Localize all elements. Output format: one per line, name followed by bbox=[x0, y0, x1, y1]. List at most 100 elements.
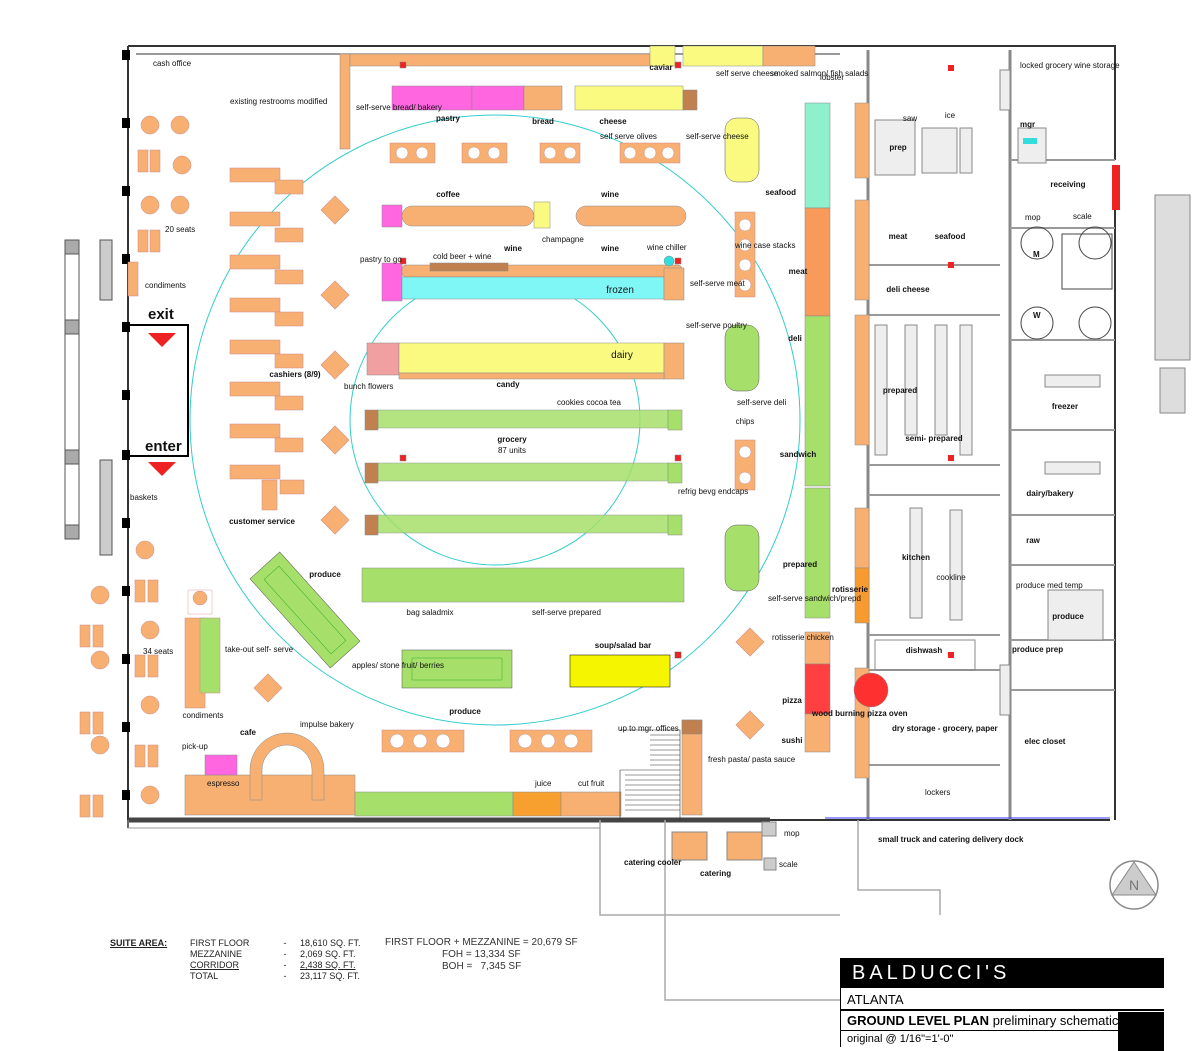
label-self-serve-prepared: self-serve prepared bbox=[532, 608, 601, 617]
label-sushi: sushi bbox=[782, 736, 803, 745]
label-restroom-m: M bbox=[1033, 250, 1040, 259]
label-mgr: mgr bbox=[1020, 120, 1035, 129]
office-stairs bbox=[619, 729, 681, 820]
plan-title-rest: preliminary schematic bbox=[992, 1013, 1119, 1028]
label-bread: bread bbox=[532, 117, 554, 126]
label-espresso: espresso bbox=[207, 779, 240, 788]
suite-area-value: 2,438 SQ. FT. bbox=[300, 960, 356, 970]
suite-area-heading: SUITE AREA: bbox=[110, 938, 168, 948]
label-caviar: caviar bbox=[649, 63, 672, 72]
label-juice: juice bbox=[534, 779, 552, 788]
suite-area-name: FIRST FLOOR bbox=[190, 938, 250, 948]
suite-area-row: SUITE AREA: FIRST FLOOR - 18,610 SQ. FT. bbox=[110, 938, 390, 949]
label-bag-saladmix: bag saladmix bbox=[406, 608, 453, 617]
title-block: BALDUCCI'S ATLANTA GROUND LEVEL PLAN pre… bbox=[840, 958, 1164, 1047]
label-deli-cheese: deli cheese bbox=[886, 285, 930, 294]
label-grocery: grocery bbox=[497, 435, 527, 444]
label-cafe: cafe bbox=[240, 728, 257, 737]
back-counters bbox=[339, 45, 816, 150]
label-candy: candy bbox=[496, 380, 520, 389]
label-apples: apples/ stone fruit/ berries bbox=[352, 661, 444, 670]
label-kitchen: kitchen bbox=[902, 553, 930, 562]
label-bunch-flowers: bunch flowers bbox=[344, 382, 393, 391]
label-prepared-case: prepared bbox=[783, 560, 817, 569]
label-cheese: cheese bbox=[599, 117, 627, 126]
label-cold-beer-wine: cold beer + wine bbox=[433, 252, 492, 261]
label-condiments-2: condiments bbox=[183, 711, 224, 720]
label-produce-left: produce bbox=[309, 570, 341, 579]
label-enter: enter bbox=[145, 438, 182, 455]
label-impulse-bakery: impulse bakery bbox=[300, 720, 354, 729]
label-pastry: pastry bbox=[436, 114, 461, 123]
suite-area-name: TOTAL bbox=[190, 971, 219, 981]
table-tops bbox=[389, 146, 752, 749]
label-cut-fruit: cut fruit bbox=[578, 779, 605, 788]
cashier-stations bbox=[229, 167, 305, 511]
label-north: N bbox=[1129, 877, 1139, 893]
label-exit: exit bbox=[148, 306, 174, 323]
boh-fixtures bbox=[671, 69, 1191, 871]
suite-area-row: CORRIDOR - 2,438 SQ. FT. bbox=[110, 960, 390, 971]
grocery-aisles bbox=[361, 409, 685, 603]
label-catering-cooler: catering cooler bbox=[624, 858, 681, 867]
label-take-out: take-out self- serve bbox=[225, 645, 294, 654]
label-ice: ice bbox=[945, 111, 956, 120]
label-champagne: champagne bbox=[542, 235, 584, 244]
plan-labels: cash office existing restrooms modified … bbox=[130, 59, 1139, 893]
label-rotisserie: rotisserie bbox=[832, 585, 869, 594]
produce-tables bbox=[249, 551, 682, 689]
suite-area-row: TOTAL - 23,117 SQ. FT. bbox=[110, 971, 390, 982]
plan-scale: original @ 1/16"=1'-0" bbox=[840, 1030, 1164, 1047]
label-raw: raw bbox=[1026, 536, 1041, 545]
summary-line: BOH = 7,345 SF bbox=[442, 961, 522, 972]
label-smoked-salmon: smoked salmon/ fish salads bbox=[770, 69, 868, 78]
label-twenty-seats: 20 seats bbox=[165, 225, 195, 234]
label-condiments: condiments bbox=[145, 281, 186, 290]
label-locked-grocery: locked grocery wine storage bbox=[1020, 61, 1120, 70]
label-receiving: receiving bbox=[1050, 180, 1085, 189]
label-coffee: coffee bbox=[436, 190, 460, 199]
plan-title-bold: GROUND LEVEL PLAN bbox=[847, 1013, 990, 1028]
label-pick-up: pick-up bbox=[182, 742, 208, 751]
suite-area-value: 2,069 SQ. FT. bbox=[300, 949, 356, 959]
label-meat-room: meat bbox=[889, 232, 908, 241]
label-fresh-pasta: fresh pasta/ pasta sauce bbox=[708, 755, 796, 764]
label-self-serve-cheese: self serve cheese bbox=[716, 69, 779, 78]
suite-area-value: 18,610 SQ. FT. bbox=[300, 938, 361, 948]
label-mop-bottom: mop bbox=[784, 829, 800, 838]
label-catering: catering bbox=[700, 869, 731, 878]
exit-arrow bbox=[148, 333, 176, 347]
label-saw: saw bbox=[903, 114, 917, 123]
label-up-to-mgr: up to mgr. offices bbox=[618, 724, 679, 733]
label-cookies: cookies cocoa tea bbox=[557, 398, 622, 407]
suite-area-dash: - bbox=[283, 949, 287, 959]
label-mop-top: mop bbox=[1025, 213, 1041, 222]
label-produce-back: produce bbox=[1052, 612, 1084, 621]
label-soup-salad-bar: soup/salad bar bbox=[595, 641, 651, 650]
label-self-serve-cheese-2: self-serve cheese bbox=[686, 132, 749, 141]
diamond-displays bbox=[253, 195, 765, 740]
label-wine-case-stacks: wine case stacks bbox=[734, 241, 795, 250]
label-dishwash: dishwash bbox=[906, 646, 943, 655]
summary-line: FOH = 13,334 SF bbox=[442, 949, 521, 960]
label-self-serve-meat: self-serve meat bbox=[690, 279, 745, 288]
label-baskets: baskets bbox=[130, 493, 158, 502]
label-deli-case: deli bbox=[788, 334, 802, 343]
label-pizza: pizza bbox=[782, 696, 802, 705]
label-restroom-w: W bbox=[1033, 311, 1041, 320]
label-freezer: freezer bbox=[1052, 402, 1078, 411]
suite-area-name: MEZZANINE bbox=[190, 949, 243, 959]
label-prepared-room: prepared bbox=[883, 386, 917, 395]
label-dry-storage: dry storage - grocery, paper bbox=[892, 724, 998, 733]
label-rotisserie-chicken: rotisserie chicken bbox=[772, 633, 834, 642]
label-meat-case: meat bbox=[789, 267, 808, 276]
label-scale-top: scale bbox=[1073, 212, 1092, 221]
suite-area-dash: - bbox=[283, 960, 287, 970]
label-frozen: frozen bbox=[606, 285, 634, 296]
summary-line: FIRST FLOOR + MEZZANINE = 20,679 SF bbox=[385, 937, 578, 948]
label-existing-restrooms: existing restrooms modified bbox=[230, 97, 327, 106]
plan-title: GROUND LEVEL PLAN preliminary schematic bbox=[840, 1009, 1164, 1030]
seating-area bbox=[79, 115, 221, 818]
entry-vestibule bbox=[126, 324, 189, 457]
label-wine-top: wine bbox=[600, 190, 619, 199]
